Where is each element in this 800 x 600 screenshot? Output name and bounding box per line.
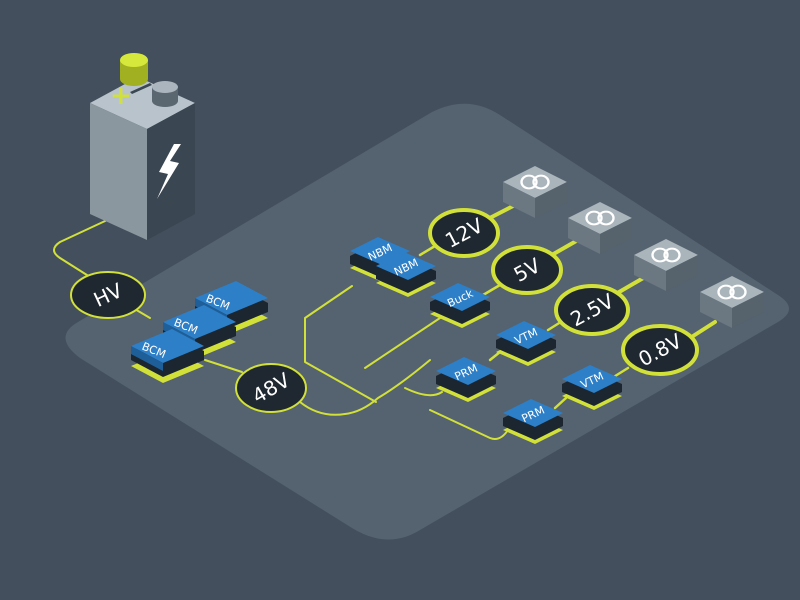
voltage-bubble-0-8v: 0.8V [621,324,699,376]
wire-prm-to-vtm-1 [488,350,502,362]
wire-bcm-to-48v [204,359,243,373]
voltage-bubble-2-5v: 2.5V [554,284,630,336]
load-box-1 [503,166,567,218]
wire-to-prm-2 [429,409,509,440]
load-box-2 [568,202,632,254]
voltage-bubble-5v: 5V [491,245,563,295]
wire-5v-to-load [548,238,580,258]
battery-label-stripe [130,83,152,94]
wire-48v-bus [299,359,431,416]
prm-module-1: PRM [436,357,496,402]
bcm-stack: BCM BCM BCM [131,281,268,383]
wire-battery-to-hv [53,214,119,283]
vtm-module-2: VTM [562,365,622,410]
voltage-bubble-hv: HV [70,271,146,319]
buck-module: Buck [430,283,490,328]
wire-to-nbm [304,285,377,403]
lightning-bolt-icon [157,144,181,199]
vtm-module-1: VTM [496,321,556,366]
wire-to-buck [364,317,441,369]
wire-to-prm-1 [404,387,443,397]
voltage-bubble-48v: 48V [235,363,307,413]
battery: + [90,53,195,240]
nbm-module-2: NBM [376,252,436,297]
prm-module-2: PRM [503,399,563,444]
battery-terminal-positive [120,60,148,86]
bcm-module-3: BCM [131,329,204,383]
wire-prm-to-vtm-2 [553,396,568,410]
load-box-3 [634,239,698,291]
battery-plus-symbol: + [110,81,132,111]
load-box-4 [700,276,764,328]
nbm-stack: NBM NBM [350,237,436,297]
wire-0-8v-to-load [688,320,717,340]
voltage-bubble-12v: 12V [428,208,500,258]
